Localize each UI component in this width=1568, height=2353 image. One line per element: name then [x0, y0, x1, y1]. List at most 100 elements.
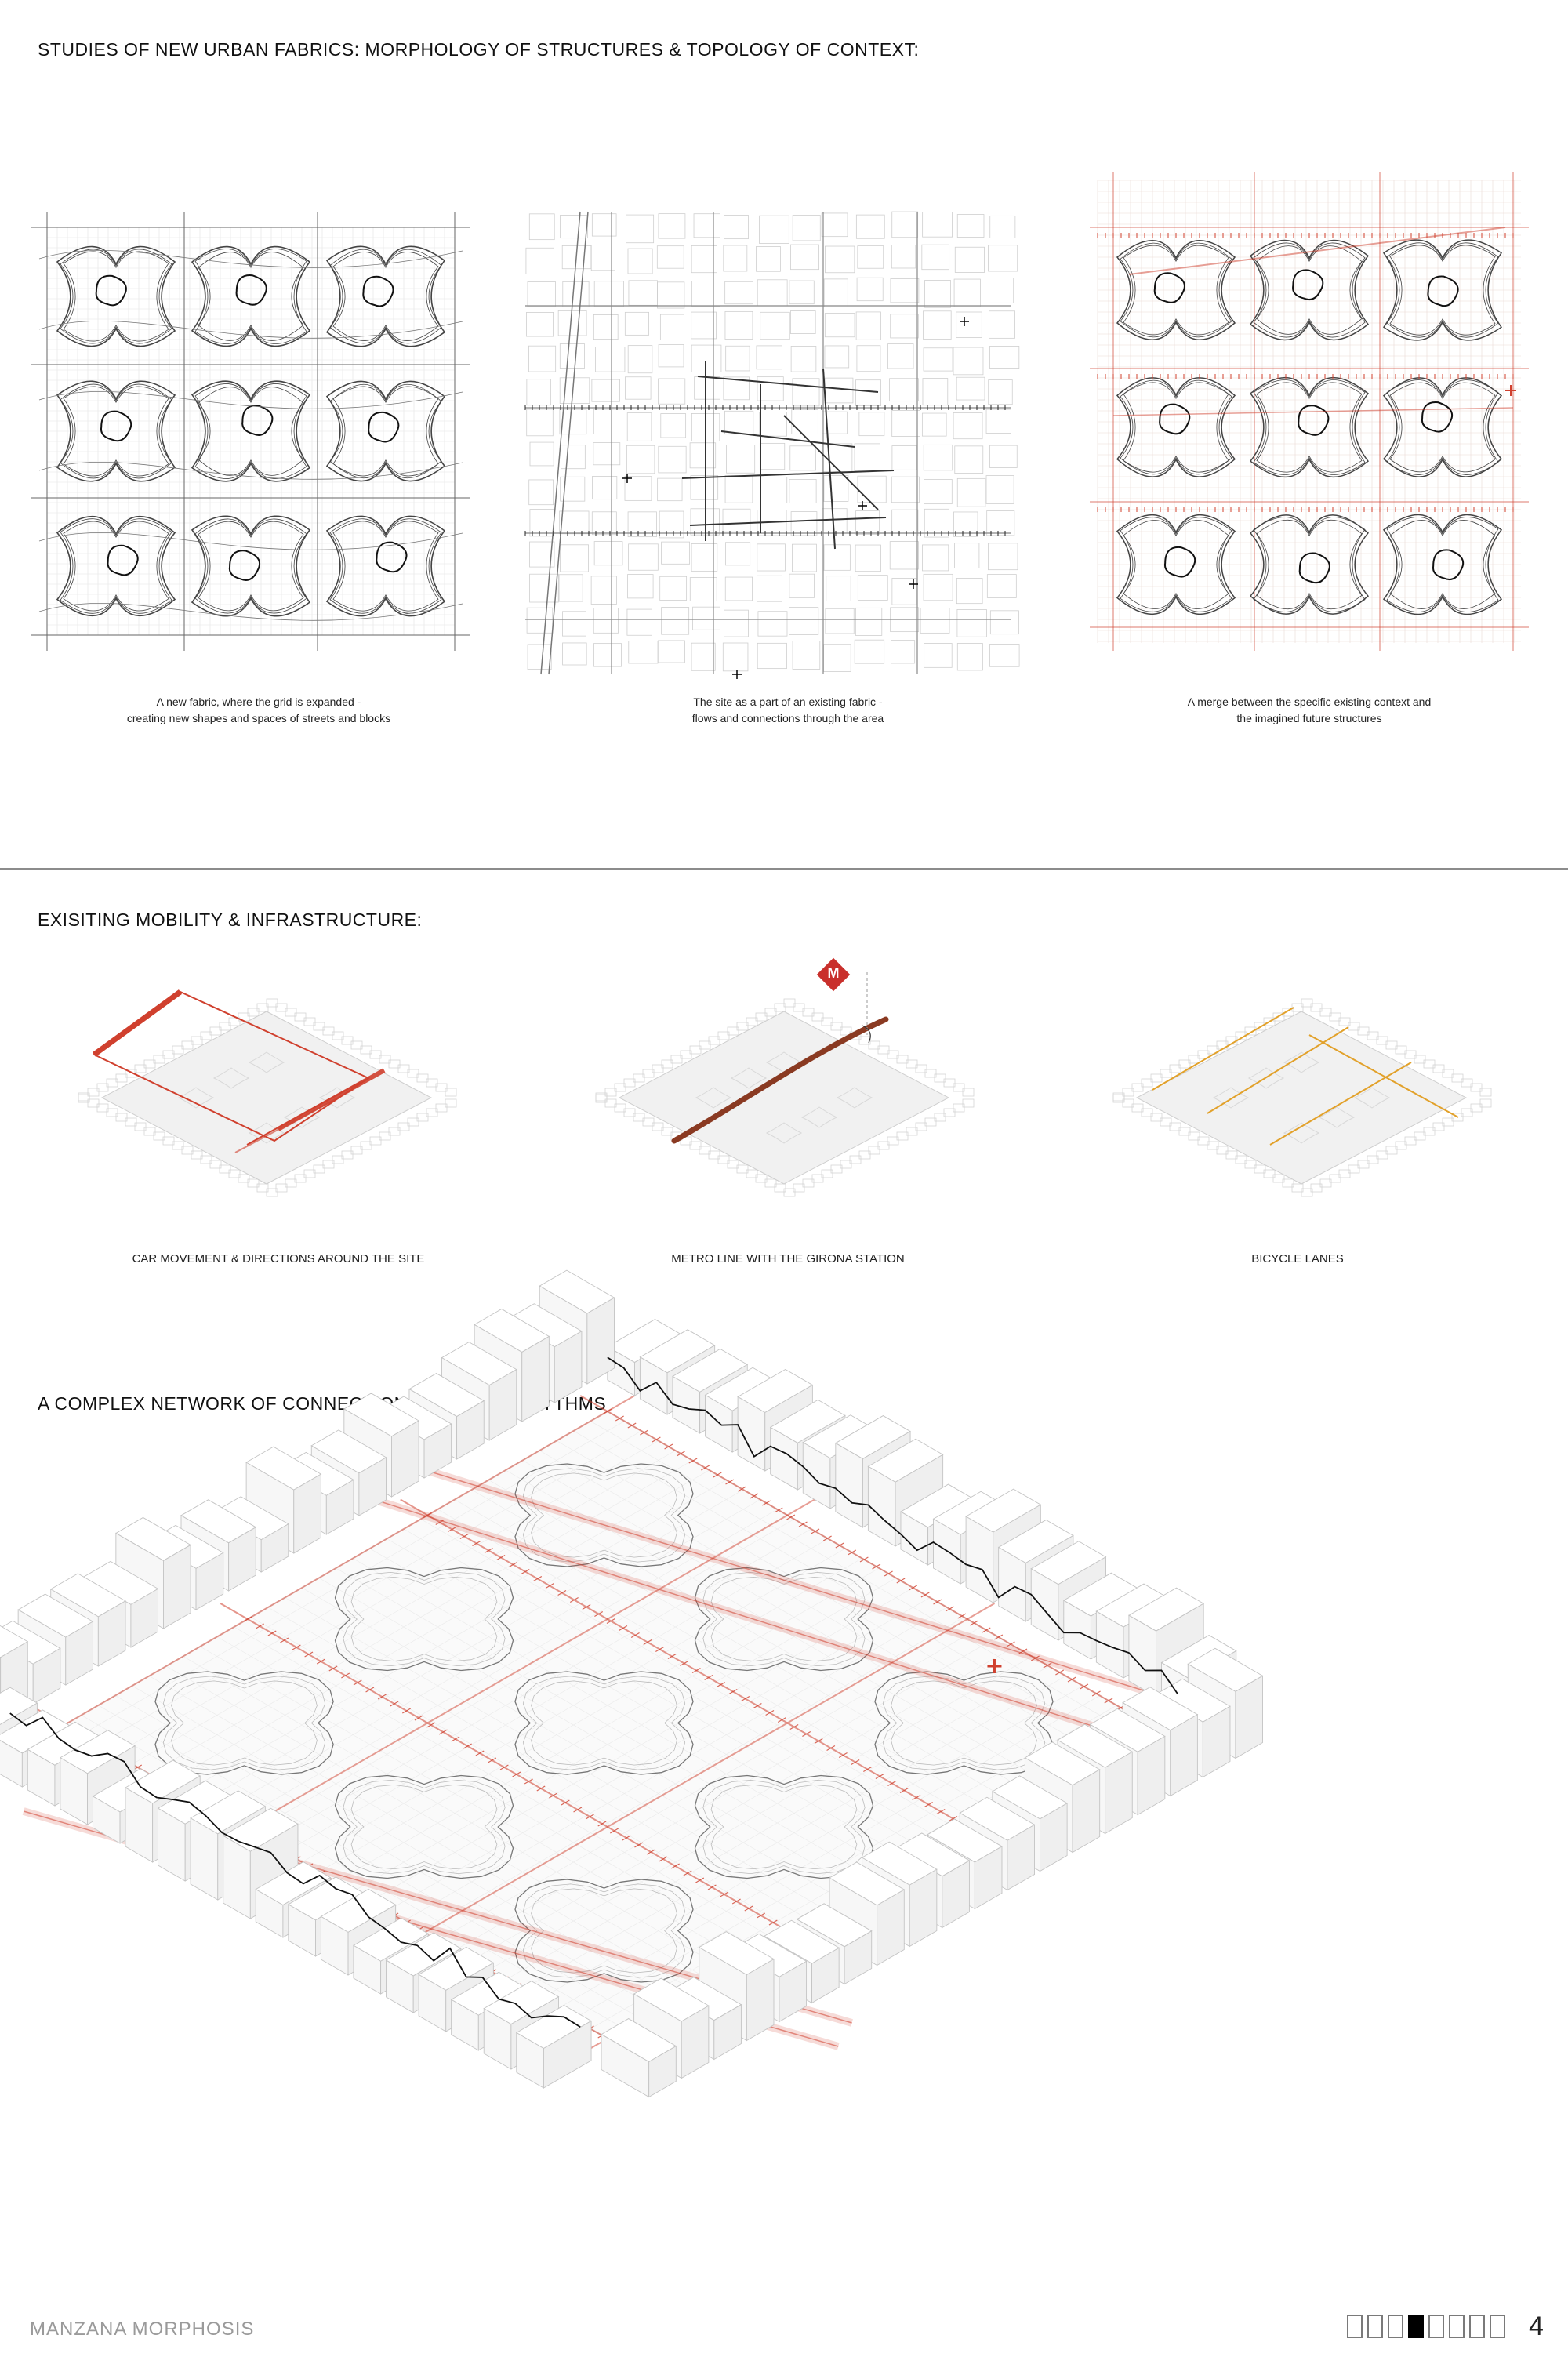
page-box — [1428, 2315, 1444, 2338]
parcel — [656, 245, 684, 269]
context-building — [1385, 1146, 1398, 1155]
red-tick — [484, 1547, 493, 1554]
block-outline — [1116, 514, 1236, 615]
context-building — [1319, 1178, 1332, 1188]
context-building — [285, 1008, 297, 1017]
red-tick — [594, 1610, 604, 1618]
courtyard-outline — [1153, 272, 1185, 303]
parcel — [593, 608, 619, 634]
context-building — [303, 1169, 316, 1178]
red-tick — [573, 1807, 583, 1813]
context-building — [1367, 1031, 1379, 1040]
grid-line — [420, 1519, 964, 1833]
red-tick — [353, 1679, 362, 1686]
block-shape — [1353, 1087, 1391, 1109]
context-building — [1170, 1713, 1198, 1797]
red-tick — [630, 1632, 640, 1639]
context-building — [1329, 1174, 1341, 1183]
parcel — [986, 574, 1017, 598]
context-building — [1451, 1073, 1464, 1083]
context-building — [764, 1178, 777, 1188]
block-outline — [1389, 520, 1496, 609]
red-tick — [557, 1589, 567, 1596]
red-tick — [774, 1507, 783, 1513]
block-outline — [514, 1879, 694, 1983]
context-building — [1310, 1183, 1323, 1193]
block-shape — [1247, 1067, 1285, 1089]
parcel — [658, 213, 686, 239]
red-tick — [802, 1730, 811, 1738]
grid-line — [403, 1528, 948, 1843]
flow-line — [689, 517, 887, 526]
parcel — [659, 314, 685, 340]
red-tick — [725, 1479, 735, 1485]
parcel — [529, 573, 559, 603]
red-tick — [945, 1606, 954, 1612]
context-building — [106, 1078, 118, 1088]
parcel — [890, 278, 920, 303]
block-outline — [1386, 242, 1499, 338]
red-tick — [676, 1451, 685, 1457]
block-outline — [522, 1883, 686, 1978]
block-shape — [1283, 1051, 1320, 1073]
parcel — [627, 345, 653, 374]
context-building — [727, 1160, 739, 1169]
context-building — [844, 1930, 873, 1985]
red-street — [579, 1395, 1178, 1741]
parcel — [989, 346, 1020, 369]
context-building — [416, 1113, 429, 1122]
context-building — [1470, 1103, 1483, 1113]
block-outline — [63, 521, 169, 612]
parcel — [857, 245, 884, 269]
page-box — [1388, 2315, 1403, 2338]
context-building — [1301, 998, 1313, 1008]
red-tick — [753, 1702, 762, 1709]
parcel — [953, 278, 981, 307]
red-tick — [957, 1613, 967, 1619]
context-building — [774, 1183, 786, 1193]
parcel — [593, 541, 623, 566]
block-outline — [1116, 240, 1236, 340]
context-building — [435, 1083, 448, 1092]
red-tick — [912, 1794, 921, 1801]
parcel — [526, 409, 554, 437]
context-building — [1112, 1094, 1125, 1103]
context-building — [689, 1141, 702, 1150]
context-building — [1291, 1003, 1304, 1012]
red-tick — [744, 1905, 753, 1912]
block-outline — [56, 380, 176, 482]
context-building — [708, 1036, 720, 1045]
red-tick — [508, 1561, 517, 1568]
parcel — [562, 281, 590, 307]
red-tick — [652, 1436, 661, 1443]
flow-line — [822, 368, 836, 550]
context-building — [115, 1073, 128, 1083]
context-building — [1169, 1122, 1181, 1131]
grid-line — [301, 1587, 846, 1902]
context-building — [652, 1122, 664, 1131]
block-shape — [177, 1087, 215, 1109]
grid-line — [336, 1567, 880, 1883]
parcel — [591, 213, 617, 237]
red-flow — [1112, 407, 1514, 416]
context-building — [1395, 1141, 1407, 1150]
parcel — [757, 611, 788, 637]
grid-line — [318, 1578, 862, 1892]
red-tick — [920, 1592, 930, 1598]
red-tick — [585, 1814, 594, 1820]
context-building — [1141, 1078, 1153, 1088]
context-building — [1414, 1131, 1426, 1141]
context-building — [303, 1017, 316, 1026]
context-building — [332, 1031, 344, 1040]
grid-line — [454, 1499, 998, 1814]
context-building — [379, 1055, 391, 1064]
flow-curve — [38, 532, 463, 550]
context-building — [350, 1146, 363, 1155]
parcel — [857, 575, 888, 601]
parcel — [691, 245, 717, 274]
avenue-line — [540, 211, 581, 675]
parcel — [724, 609, 749, 637]
block-outline — [343, 1571, 506, 1667]
context-building — [191, 1036, 203, 1045]
parcel — [855, 214, 885, 239]
